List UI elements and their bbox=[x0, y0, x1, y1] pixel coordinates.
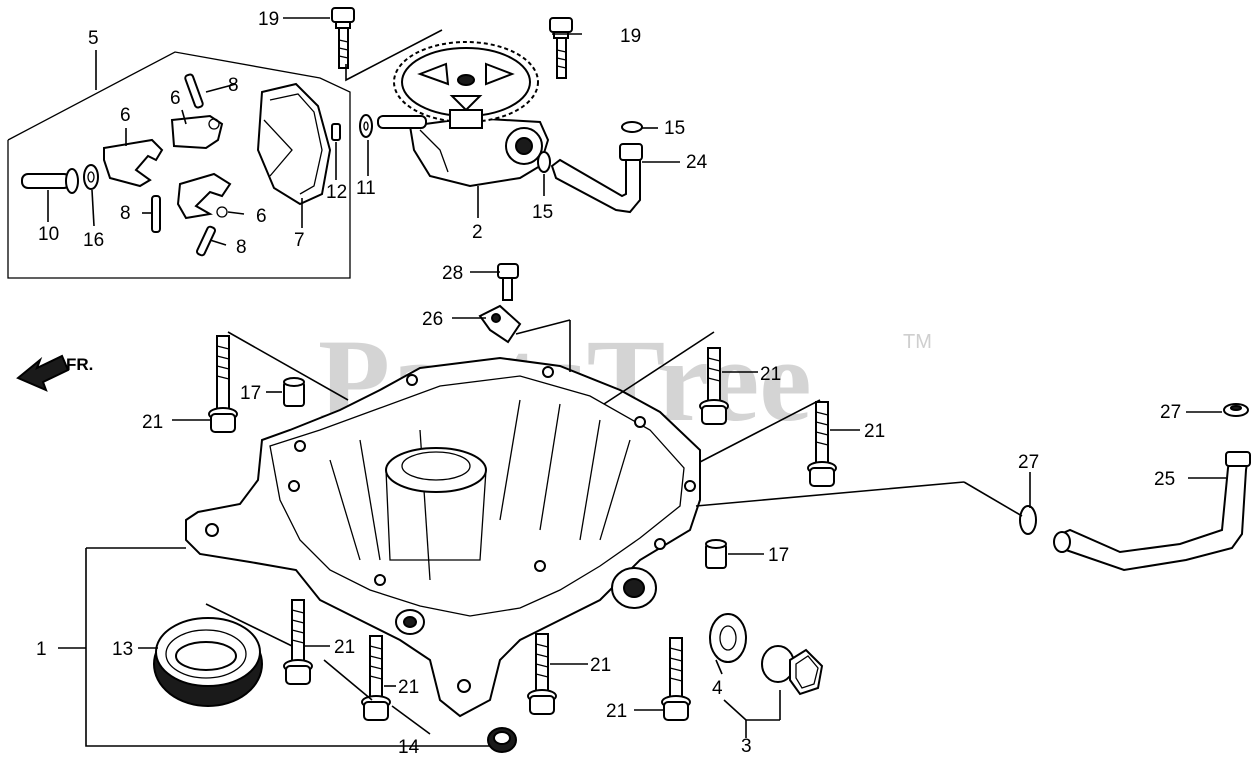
callout-21-right: 21 bbox=[864, 421, 885, 442]
pin-lower bbox=[196, 225, 216, 257]
callout-6-right: 6 bbox=[256, 206, 267, 227]
callout-1: 1 bbox=[36, 639, 47, 660]
oring-15-lower bbox=[537, 151, 551, 173]
washer-16 bbox=[83, 164, 99, 190]
callout-5: 5 bbox=[88, 28, 99, 49]
callout-4: 4 bbox=[712, 678, 723, 699]
pipe-25 bbox=[1053, 451, 1251, 572]
callout-21-bottom-right: 21 bbox=[606, 701, 627, 722]
callout-6-left: 6 bbox=[120, 105, 131, 126]
bolt-28 bbox=[497, 263, 519, 301]
clip-12 bbox=[331, 123, 341, 141]
callout-15-lower: 15 bbox=[532, 202, 553, 223]
bolt-21-top-center bbox=[699, 347, 729, 425]
callout-26: 26 bbox=[422, 309, 443, 330]
drain-plug-3 bbox=[761, 645, 824, 696]
dowel-17-upper bbox=[283, 377, 305, 407]
callout-8-top: 8 bbox=[228, 75, 239, 96]
oil-pipe-24 bbox=[550, 143, 643, 214]
callout-25: 25 bbox=[1154, 469, 1175, 490]
washer-11 bbox=[359, 114, 373, 138]
washer-27-lower bbox=[1019, 505, 1037, 535]
callout-12: 12 bbox=[326, 182, 347, 203]
leader-lines bbox=[47, 17, 1226, 747]
oil-seal-13 bbox=[153, 617, 263, 707]
callout-21-top: 21 bbox=[760, 364, 781, 385]
callout-21-bottom-left: 21 bbox=[334, 637, 355, 658]
bolt-19-right bbox=[549, 17, 573, 79]
callout-labels: 19 19 5 8 6 6 6 8 8 10 16 7 12 11 2 15 1… bbox=[36, 9, 1181, 758]
governor-weight-upper bbox=[103, 138, 164, 188]
callout-7: 7 bbox=[294, 230, 305, 251]
callout-10: 10 bbox=[38, 224, 59, 245]
callout-21-bottom-mid: 21 bbox=[590, 655, 611, 676]
part-14 bbox=[487, 727, 517, 753]
oil-pump-gear bbox=[393, 41, 539, 129]
oring-15-upper bbox=[621, 121, 643, 133]
callout-21-bottom-mid-left: 21 bbox=[398, 677, 419, 698]
callout-21-left: 21 bbox=[142, 412, 163, 433]
callout-2: 2 bbox=[472, 222, 483, 243]
callout-28: 28 bbox=[442, 263, 463, 284]
callout-3: 3 bbox=[741, 736, 752, 757]
pin-middle bbox=[151, 195, 161, 233]
watermark-tm: TM bbox=[903, 331, 932, 353]
callout-27-lower: 27 bbox=[1018, 452, 1039, 473]
callout-14: 14 bbox=[398, 737, 420, 758]
front-arrow-icon bbox=[16, 354, 70, 392]
clamp-26 bbox=[478, 304, 522, 344]
governor-gear-holder bbox=[256, 82, 332, 206]
callout-11: 11 bbox=[356, 178, 376, 199]
washer-4 bbox=[709, 613, 747, 663]
callout-16: 16 bbox=[83, 230, 104, 251]
callout-15-upper: 15 bbox=[664, 118, 685, 139]
governor-weight-middle bbox=[170, 114, 224, 150]
bolt-21-right bbox=[807, 401, 837, 487]
bolt-21-bottom-mid bbox=[527, 633, 557, 715]
bolt-21-bottom-left bbox=[283, 599, 313, 685]
front-direction-arrow: FR. bbox=[16, 354, 93, 392]
bolt-21-bottom-right bbox=[661, 637, 691, 721]
callout-17-lower: 17 bbox=[768, 545, 789, 566]
callout-24: 24 bbox=[686, 152, 708, 173]
callout-6-top: 6 bbox=[170, 88, 181, 109]
bolt-21-bottom-mid-left bbox=[361, 635, 391, 721]
bolt-19-left bbox=[331, 7, 355, 69]
bolt-21-left-upper bbox=[208, 335, 238, 433]
governor-weight-lower bbox=[176, 172, 232, 220]
callout-13: 13 bbox=[112, 639, 133, 660]
callout-17-upper: 17 bbox=[240, 383, 261, 404]
governor-shaft bbox=[21, 168, 79, 194]
dowel-17-lower bbox=[705, 539, 727, 569]
pin-upper bbox=[184, 73, 204, 109]
callout-8-bottom: 8 bbox=[236, 237, 247, 258]
governor-assembly-group bbox=[7, 50, 373, 279]
crankcase-cover bbox=[185, 356, 701, 718]
front-direction-label: FR. bbox=[66, 355, 93, 374]
callout-19-right: 19 bbox=[620, 26, 641, 47]
callout-27-upper: 27 bbox=[1160, 402, 1181, 423]
callout-19-left: 19 bbox=[258, 9, 279, 30]
callout-8-middle: 8 bbox=[120, 203, 131, 224]
oil-pump-assembly bbox=[377, 41, 550, 188]
